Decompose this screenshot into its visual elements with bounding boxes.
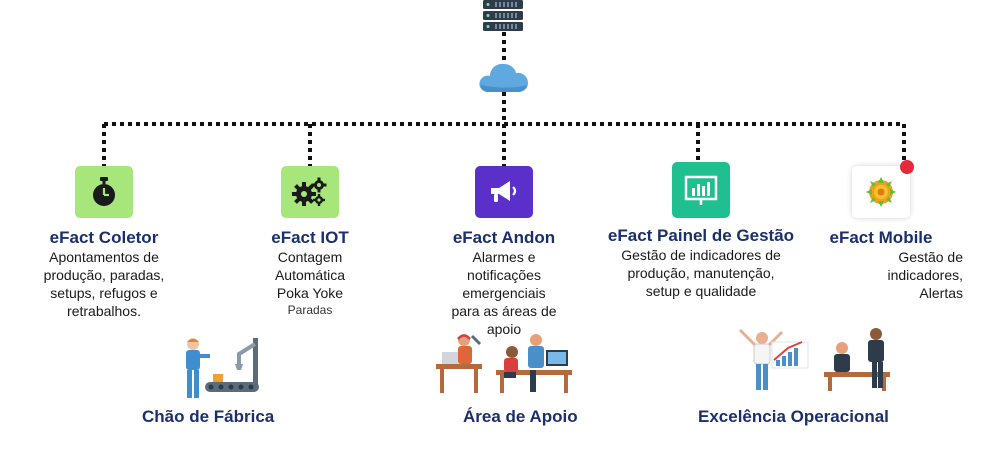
module-title: eFact Coletor [49,228,159,247]
server-icon [482,0,524,32]
module-coletor: eFact Coletor Apontamentos de produção, … [0,166,214,320]
gears-icon [292,177,327,206]
mobile-app-icon [866,177,896,207]
module-iot: eFact IOT Contagem Automática Poka Yoke … [200,166,420,317]
module-title: eFact Mobile [829,228,933,247]
chart-board-icon [684,175,718,205]
module-icon-box [75,166,133,218]
stopwatch-icon [93,177,115,206]
module-painel-gestao: eFact Painel de Gestão Gestão de indicad… [591,162,811,300]
megaphone-icon [491,181,517,202]
module-icon-box [475,166,533,218]
module-description: Apontamentos de produção, paradas, setup… [43,249,165,319]
module-description: Alarmes e notificações emergenciais para… [451,249,557,337]
module-mobile: eFact Mobile Gestão de indicadores, Aler… [771,160,991,302]
module-title: eFact Painel de Gestão [607,226,795,245]
module-description: Gestão de indicadores, Alertas [887,249,964,301]
cloud-icon [477,58,531,94]
module-subtext: Paradas [287,303,333,317]
module-andon: eFact Andon Alarmes e notificações emerg… [394,166,614,338]
module-description: Gestão de indicadores de produção, manut… [621,247,781,299]
operational-excellence-illustration [736,326,896,394]
factory-floor-illustration [183,336,263,402]
module-icon-box [281,166,339,218]
area-label-operational-excellence: Excelência Operacional [698,407,889,426]
module-title: eFact IOT [271,228,349,247]
module-icon-box [852,160,914,218]
module-title: eFact Andon [452,228,556,247]
notification-badge [900,160,914,174]
module-description: Contagem Automática Poka Yoke [274,249,346,301]
area-label-support-area: Área de Apoio [463,407,578,426]
area-label-factory-floor: Chão de Fábrica [142,407,275,426]
support-area-illustration [434,330,574,396]
module-icon-box [672,162,730,218]
